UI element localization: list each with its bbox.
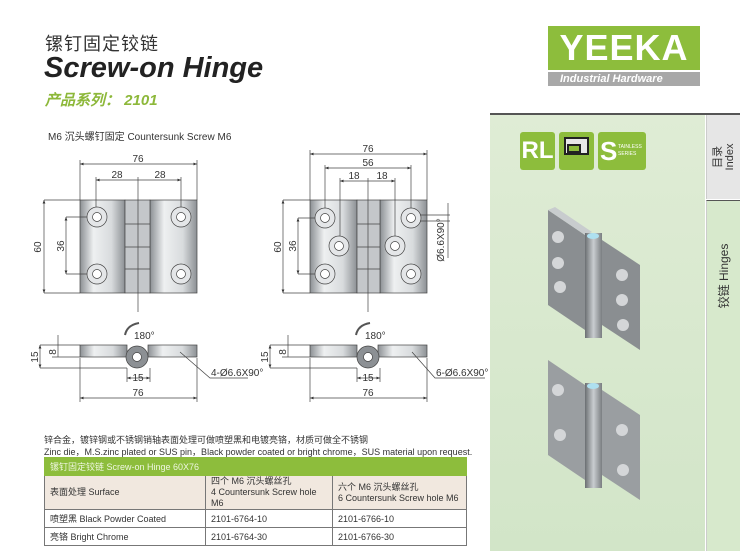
header-6-hole-cn: 六个 M6 沉头螺丝孔 bbox=[338, 481, 419, 492]
tab-index-en: Index bbox=[723, 143, 736, 171]
dim-right-hole-span: 36 bbox=[288, 240, 299, 252]
material-note-cn: 锌合金，镀锌钢或不锈钢销轴表面处理可做喷塑黑和电镀亮铬，材质可做全不锈钢 bbox=[44, 435, 369, 445]
tab-hinges-en: Hinges bbox=[716, 243, 731, 281]
dim-left-pitch-a: 28 bbox=[111, 170, 123, 181]
stainless-badge: S TAINLESS SERIES bbox=[598, 132, 646, 170]
logo-tagline: Industrial Hardware bbox=[548, 72, 700, 86]
dim-left-plate: 8 bbox=[48, 349, 59, 355]
dim-left-thickness: 15 bbox=[30, 351, 41, 363]
stainless-s: S bbox=[600, 136, 618, 166]
table-title: 镙钉固定铰链 Screw-on Hinge 60X76 bbox=[44, 457, 467, 476]
product-series: 产品系列： 2101 bbox=[45, 92, 158, 109]
header-4-hole-en: 4 Countersunk Screw hole M6 bbox=[211, 487, 317, 508]
row-surface: 喷塑黑 Black Powder Coated bbox=[44, 509, 206, 528]
product-table: 镙钉固定铰链 Screw-on Hinge 60X76 表面处理 Surface… bbox=[44, 457, 467, 546]
dim-right-outer: 56 bbox=[362, 158, 374, 169]
row-surface: 亮铬 Bright Chrome bbox=[44, 527, 206, 546]
hinge-product-photos bbox=[548, 207, 640, 500]
dim-left-bottom-width: 76 bbox=[132, 388, 144, 399]
dim-left-callout: 4-Ø6.6X90° bbox=[211, 368, 263, 379]
table-row: 喷塑黑 Black Powder Coated 2101-6764-10 210… bbox=[44, 509, 467, 528]
stainless-text: TAINLESS SERIES bbox=[618, 144, 642, 157]
technical-drawings: 76 28 28 60 36 180° 15 8 15 76 4-Ø6.6X90… bbox=[30, 144, 488, 402]
dim-right-bottom-width: 76 bbox=[362, 388, 374, 399]
hinge-6-hole-front-view bbox=[309, 199, 428, 294]
hinge-4-hole-side-view bbox=[38, 322, 248, 402]
mount-type-icon bbox=[559, 132, 594, 170]
dim-left-pitch-b: 28 bbox=[154, 170, 166, 181]
rl-badge: RL bbox=[520, 132, 555, 170]
dim-left-rotation: 180° bbox=[134, 331, 155, 342]
hinge-6-hole-side-view bbox=[268, 322, 485, 402]
material-note-en: Zinc die，M.S.zinc plated or SUS pin，Blac… bbox=[44, 447, 473, 457]
dim-right-pitch-a: 18 bbox=[348, 171, 360, 182]
header-surface: 表面处理 Surface bbox=[44, 475, 206, 510]
row-part-4-hole: 2101-6764-10 bbox=[205, 509, 333, 528]
rotation-arrow-icon bbox=[355, 322, 371, 336]
dim-right-width: 76 bbox=[362, 144, 374, 155]
dim-right-plate: 8 bbox=[278, 349, 289, 355]
hinge-4-hole-front-view bbox=[79, 199, 198, 294]
row-part-6-hole: 2101-6766-10 bbox=[332, 509, 467, 528]
dim-right-rotation: 180° bbox=[365, 331, 386, 342]
dim-left-hole-span: 36 bbox=[56, 240, 67, 252]
dim-right-pitch-b: 18 bbox=[376, 171, 388, 182]
dimension-labels: 76 28 28 60 36 180° 15 8 15 76 4-Ø6.6X90… bbox=[30, 144, 488, 399]
tab-index-cn: 目录 bbox=[711, 146, 724, 169]
rotation-arrow-icon bbox=[124, 322, 140, 336]
dim-right-height: 60 bbox=[273, 241, 284, 253]
dim-right-callout: 6-Ø6.6X90° bbox=[436, 368, 488, 379]
tab-hinges[interactable]: 铰链 Hinges bbox=[706, 200, 740, 551]
row-part-6-hole: 2101-6766-30 bbox=[332, 527, 467, 546]
product-image-panel: RL S TAINLESS SERIES bbox=[490, 115, 705, 551]
dim-left-knuckle: 15 bbox=[132, 373, 144, 384]
dim-right-hole-dia: Ø6.6X90° bbox=[436, 218, 447, 261]
tab-hinges-cn: 铰链 bbox=[716, 284, 731, 309]
dim-right-knuckle: 15 bbox=[362, 373, 374, 384]
hinge-photo-1 bbox=[548, 207, 640, 350]
material-note: 锌合金，镀锌钢或不锈钢销轴表面处理可做喷塑黑和电镀亮铬，材质可做全不锈钢 Zin… bbox=[44, 434, 472, 458]
title-chinese: 镙钉固定铰链 bbox=[45, 34, 159, 54]
drawing-subtitle: M6 沉头螺钉固定 Countersunk Screw M6 bbox=[48, 132, 232, 143]
hinge-photo-2 bbox=[548, 360, 640, 500]
logo-brand: YEEKA bbox=[548, 26, 700, 70]
dim-right-thickness: 15 bbox=[260, 351, 271, 363]
hinge-6-hole-dimensions bbox=[281, 150, 450, 312]
yeeka-logo: YEEKA Industrial Hardware bbox=[548, 26, 700, 89]
header-6-hole-en: 6 Countersunk Screw hole M6 bbox=[338, 492, 459, 503]
header-divider bbox=[490, 113, 740, 115]
row-part-4-hole: 2101-6764-30 bbox=[205, 527, 333, 546]
dim-left-width: 76 bbox=[132, 154, 144, 165]
page-title: Screw-on Hinge bbox=[44, 52, 264, 84]
table-row: 亮铬 Bright Chrome 2101-6764-30 2101-6766-… bbox=[44, 527, 467, 546]
header-4-hole-cn: 四个 M6 沉头螺丝孔 bbox=[211, 476, 292, 486]
hinge-4-hole-dimensions bbox=[42, 160, 198, 312]
dim-left-height: 60 bbox=[33, 241, 44, 253]
